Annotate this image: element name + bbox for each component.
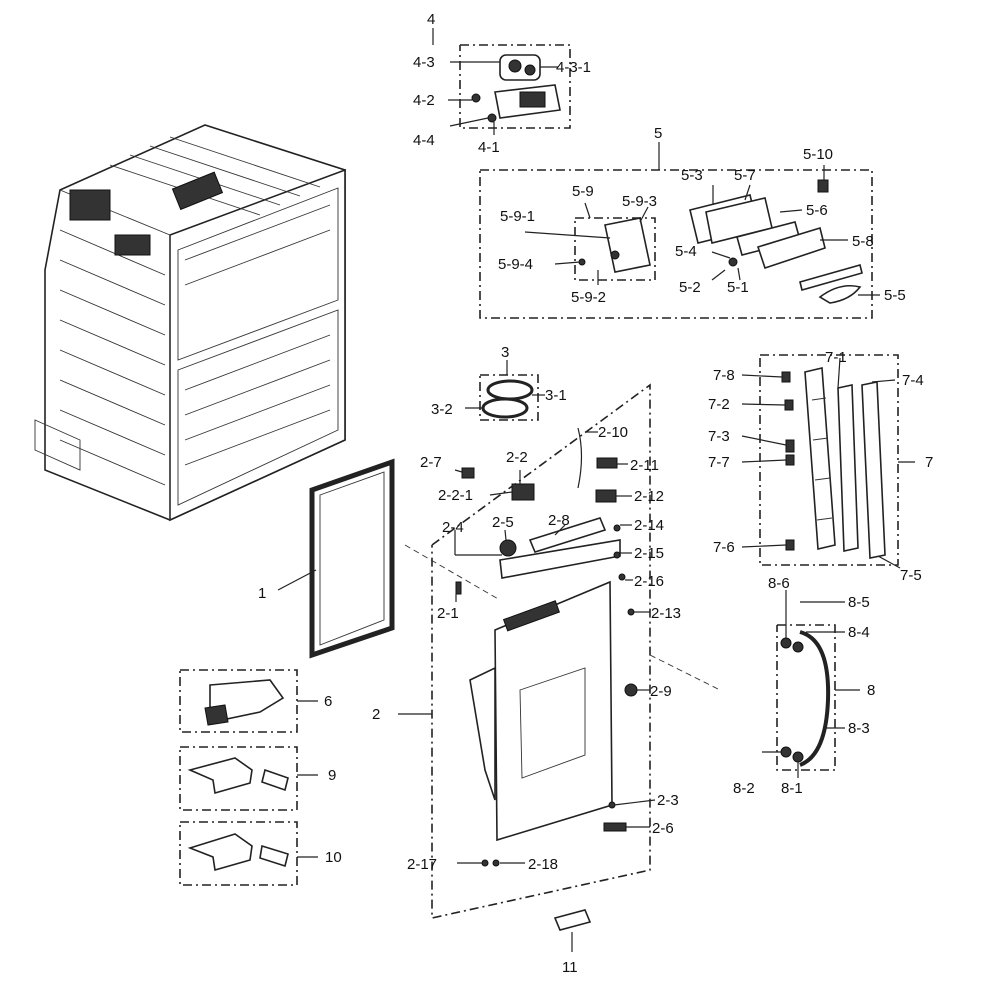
label-8-1: 8-1 <box>781 780 803 797</box>
label-1: 1 <box>258 585 266 602</box>
label-10: 10 <box>325 849 342 866</box>
label-5-9-4: 5-9-4 <box>498 256 533 273</box>
part-11-label-plate: 11 <box>553 909 592 976</box>
label-2-18: 2-18 <box>528 856 558 873</box>
part-9-bin: 9 <box>179 746 336 811</box>
label-5-9-2: 5-9-2 <box>571 289 606 306</box>
refrigerator-cabinet <box>34 124 346 522</box>
part-7-group: 7 7-8 7-2 7-3 7-7 7-6 7-1 7-4 7-5 <box>708 349 933 584</box>
label-2-5: 2-5 <box>492 514 514 531</box>
label-4-1: 4-1 <box>478 139 500 156</box>
label-2-12: 2-12 <box>634 488 664 505</box>
label-7-8: 7-8 <box>713 367 735 384</box>
part-8-group: 8 8-6 8-5 8-4 8-3 8-2 8-1 <box>733 575 875 797</box>
label-4-2: 4-2 <box>413 92 435 109</box>
label-4-3-1: 4-3-1 <box>556 59 591 76</box>
label-2: 2 <box>372 706 380 723</box>
label-7: 7 <box>925 454 933 471</box>
label-8-4: 8-4 <box>848 624 870 641</box>
label-3: 3 <box>501 344 509 361</box>
label-4: 4 <box>427 11 435 28</box>
part-2-door-assembly: 2 <box>372 383 721 919</box>
label-2-9: 2-9 <box>650 683 672 700</box>
label-5-6: 5-6 <box>806 202 828 219</box>
label-5-4: 5-4 <box>675 243 697 260</box>
label-2-4: 2-4 <box>442 519 464 536</box>
label-2-6: 2-6 <box>652 820 674 837</box>
label-5: 5 <box>654 125 662 142</box>
label-5-7: 5-7 <box>734 167 756 184</box>
label-7-7: 7-7 <box>708 454 730 471</box>
label-8-5: 8-5 <box>848 594 870 611</box>
label-2-14: 2-14 <box>634 517 664 534</box>
label-2-7: 2-7 <box>420 454 442 471</box>
label-8-6: 8-6 <box>768 575 790 592</box>
part-5-group: 5 5-9 5-9-3 5-9-1 5-9-4 5-9-2 5-3 5-7 <box>479 125 906 319</box>
label-3-2: 3-2 <box>431 401 453 418</box>
label-4-3: 4-3 <box>413 54 435 71</box>
label-5-9: 5-9 <box>572 183 594 200</box>
label-2-2: 2-2 <box>506 449 528 466</box>
label-2-17: 2-17 <box>407 856 437 873</box>
part-1-door-gasket: 1 <box>258 458 395 659</box>
label-8: 8 <box>867 682 875 699</box>
label-2-3: 2-3 <box>657 792 679 809</box>
label-5-9-1: 5-9-1 <box>500 208 535 225</box>
part-6-bin: 6 <box>179 669 332 733</box>
label-7-6: 7-6 <box>713 539 735 556</box>
label-2-10: 2-10 <box>598 424 628 441</box>
label-9: 9 <box>328 767 336 784</box>
label-5-5: 5-5 <box>884 287 906 304</box>
label-5-9-3: 5-9-3 <box>622 193 657 210</box>
label-7-1: 7-1 <box>825 349 847 366</box>
label-5-3: 5-3 <box>681 167 703 184</box>
label-8-2: 8-2 <box>733 780 755 797</box>
label-2-2-1: 2-2-1 <box>438 487 473 504</box>
label-2-13: 2-13 <box>651 605 681 622</box>
label-7-4: 7-4 <box>902 372 924 389</box>
label-5-2: 5-2 <box>679 279 701 296</box>
label-8-3: 8-3 <box>848 720 870 737</box>
label-5-1: 5-1 <box>727 279 749 296</box>
label-7-3: 7-3 <box>708 428 730 445</box>
label-5-10: 5-10 <box>803 146 833 163</box>
label-11: 11 <box>562 959 578 976</box>
label-6: 6 <box>324 693 332 710</box>
part-10-bin: 10 <box>179 821 342 886</box>
label-2-16: 2-16 <box>634 573 664 590</box>
part-4-group: 4 4-3 4-3-1 4-2 4-4 4-1 <box>413 11 591 156</box>
label-2-15: 2-15 <box>634 545 664 562</box>
label-2-8: 2-8 <box>548 512 570 529</box>
label-7-5: 7-5 <box>900 567 922 584</box>
label-7-2: 7-2 <box>708 396 730 413</box>
label-4-4: 4-4 <box>413 132 435 149</box>
label-2-11: 2-11 <box>630 457 659 474</box>
label-3-1: 3-1 <box>545 387 567 404</box>
label-5-8: 5-8 <box>852 233 874 250</box>
label-2-1: 2-1 <box>437 605 459 622</box>
part-3-group: 3 3-1 3-2 <box>431 344 567 421</box>
